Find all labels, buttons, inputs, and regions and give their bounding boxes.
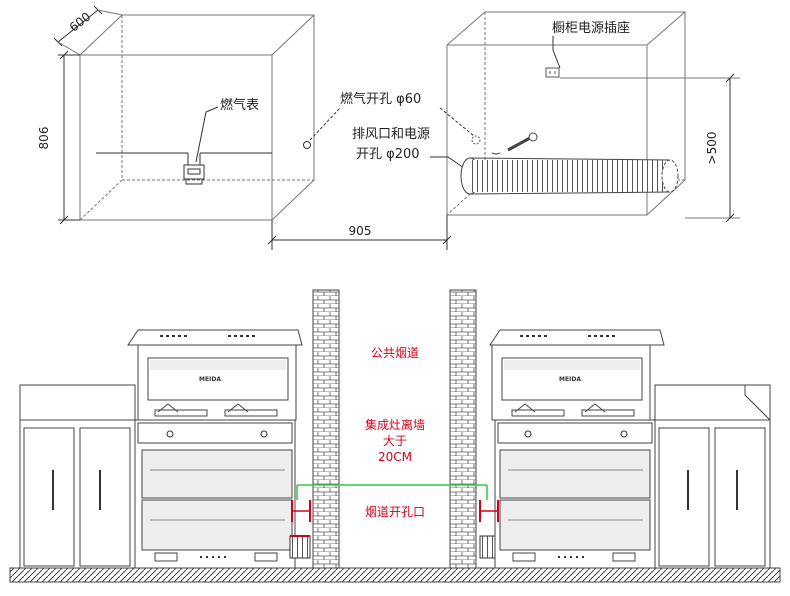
distance-dimension bbox=[267, 215, 452, 250]
right-brand-logo: MEIDA bbox=[559, 376, 581, 383]
power-plug-icon bbox=[491, 132, 538, 155]
depth-dimension-label: 600 bbox=[67, 9, 94, 34]
gas-pipe bbox=[96, 152, 272, 166]
left-flue-hole-marker bbox=[291, 500, 311, 522]
exhaust-label-line2: 开孔 φ200 bbox=[356, 147, 420, 162]
left-cabinet-box bbox=[79, 14, 315, 221]
socket-height-dimension bbox=[560, 73, 740, 223]
right-burner-icon bbox=[511, 403, 635, 417]
flue-hole-label: 烟道开孔口 bbox=[365, 505, 425, 519]
left-integrated-stove bbox=[127, 329, 303, 569]
gas-meter-icon bbox=[183, 164, 205, 185]
gas-meter-leader bbox=[195, 106, 219, 163]
power-socket-leader bbox=[552, 36, 561, 69]
wall-distance-indicator bbox=[296, 484, 488, 500]
wall-distance-label-line2: 大于 bbox=[383, 434, 407, 448]
left-side-cabinet bbox=[19, 384, 136, 569]
right-side-cabinet bbox=[654, 384, 771, 569]
gas-hole-rear-leader bbox=[439, 107, 475, 137]
power-socket-label: 橱柜电源插座 bbox=[552, 21, 630, 36]
distance-dimension-label: 905 bbox=[349, 224, 372, 238]
height-dimension bbox=[58, 50, 80, 225]
gas-hole-icon bbox=[303, 141, 311, 149]
wall-distance-label-line3: 20CM bbox=[378, 450, 412, 464]
height-dimension-label: 806 bbox=[37, 127, 51, 150]
gas-meter-label: 燃气表 bbox=[220, 97, 259, 113]
floor bbox=[9, 567, 781, 583]
right-flue-hole-marker bbox=[479, 500, 499, 522]
left-burner-icon bbox=[154, 403, 278, 417]
right-brick-wall bbox=[449, 289, 477, 569]
wall-distance-label-line1: 集成灶离墙 bbox=[365, 417, 425, 432]
left-flue-connector-icon bbox=[289, 535, 311, 559]
gas-hole-leader bbox=[309, 107, 341, 141]
left-brand-logo: MEIDA bbox=[199, 376, 221, 383]
exhaust-hose-icon bbox=[460, 157, 679, 195]
exhaust-leader bbox=[430, 156, 465, 169]
gas-hole-label: 燃气开孔 φ60 bbox=[340, 91, 421, 107]
gas-hole-rear-icon bbox=[471, 135, 481, 145]
depth-dimension bbox=[53, 5, 123, 56]
power-socket-icon bbox=[545, 67, 560, 78]
socket-height-label: >500 bbox=[705, 132, 719, 165]
public-flue-label: 公共烟道 bbox=[371, 346, 419, 360]
right-integrated-stove bbox=[489, 329, 665, 569]
left-brick-wall bbox=[312, 289, 340, 569]
exhaust-label-line1: 排风口和电源 bbox=[352, 127, 430, 142]
